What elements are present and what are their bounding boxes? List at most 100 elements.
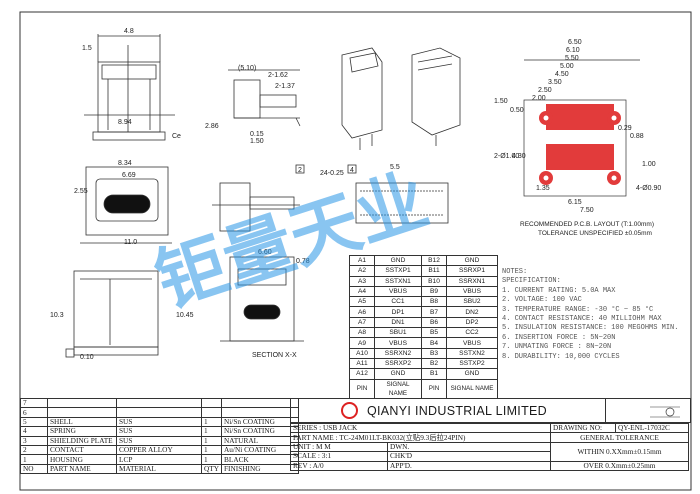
signal-name: DP2 xyxy=(446,316,498,329)
parts-header-name: PART NAME xyxy=(47,463,117,475)
dim-text: Ce xyxy=(172,133,181,140)
pcb-caption: RECOMMENDED P.C.B. LAYOUT (T:1.00mm) xyxy=(520,221,654,228)
side-view-dims: (5.10) 2-1.62 2-1.37 0.15 1.50 2.86 xyxy=(205,65,295,145)
pin-number: B5 xyxy=(421,327,447,339)
pin-number: A9 xyxy=(349,337,375,349)
pin-number: A4 xyxy=(349,285,375,298)
part-finish: Au/Ni COATING xyxy=(221,444,299,456)
note-item: 4. CONTACT RESISTANCE: 40 MILLIOHM MAX xyxy=(502,315,662,324)
pin-number: B10 xyxy=(421,275,447,287)
company-logo-icon xyxy=(341,402,358,419)
parts-header-qty: QTY xyxy=(201,463,222,475)
part-material: SUS xyxy=(116,426,202,437)
dim-text: 3.50 xyxy=(548,79,562,86)
part-material: SUS xyxy=(116,435,202,446)
drawing-no-value: QY-ENL-17032C xyxy=(615,422,689,434)
tolerance-caption: TOLERANCE UNSPECIFIED ±0.05mm xyxy=(538,230,652,237)
part-name: SHIELDING PLATE xyxy=(47,435,117,446)
signal-name: SSTXN1 xyxy=(374,275,422,287)
dim-text: 2.55 xyxy=(74,188,88,195)
dim-text: 2.00 xyxy=(532,95,546,102)
pin-number: A6 xyxy=(349,306,375,318)
pin-number: A12 xyxy=(349,368,375,380)
parts-header-material: MATERIAL xyxy=(116,463,202,475)
signal-name: GND xyxy=(446,254,498,267)
dwn-cell: DWN. xyxy=(387,441,551,453)
dim-text: 5.50 xyxy=(565,55,579,62)
part-no: 1 xyxy=(20,454,48,465)
dim-text: 10.3 xyxy=(50,312,64,319)
dim-text: 1.5 xyxy=(82,45,92,52)
dim-text: 10.45 xyxy=(176,312,194,319)
part-qty: 1 xyxy=(201,426,222,437)
signal-name: SSTXP1 xyxy=(374,265,422,277)
dim-text: 0.29 xyxy=(618,125,632,132)
signal-name: VBUS xyxy=(374,337,422,349)
signal-name: SSRXP1 xyxy=(446,265,498,277)
part-name-cell: PART NAME : TC-24M01LT-BK032(立贴9.3后拉24PI… xyxy=(290,432,551,443)
signal-name: DN2 xyxy=(446,306,498,318)
dim-text: 1.50 xyxy=(494,98,508,105)
dim-text: 4.30 xyxy=(512,153,526,160)
section-label: SECTION X-X xyxy=(252,352,297,359)
dim-text: 6.10 xyxy=(566,47,580,54)
part-material xyxy=(116,407,202,418)
series-cell: SERIES : USB JACK xyxy=(290,422,551,434)
notes-spec-title: SPECIFICATION: xyxy=(502,277,561,286)
side-profile-view xyxy=(65,270,159,358)
front-view xyxy=(84,34,175,141)
pin-header-cell: PIN xyxy=(421,378,447,399)
dim-text: 1.35 xyxy=(536,185,550,192)
part-qty: 1 xyxy=(201,444,222,456)
pcb-layout xyxy=(523,59,640,197)
part-finish: Ni/Sn COATING xyxy=(221,426,299,437)
pin-number: B2 xyxy=(421,357,447,370)
pin-number: B8 xyxy=(421,296,447,308)
notes-title: NOTES: xyxy=(502,268,528,276)
appd-cell: APP'D. xyxy=(387,460,551,471)
pin-number: B3 xyxy=(421,347,447,359)
drawing-no-label: DRAWING NO: xyxy=(550,422,616,434)
dim-text: 4.8 xyxy=(124,28,134,35)
part-name xyxy=(47,397,117,409)
dim-text: 8.34 xyxy=(118,160,132,167)
dim-text: 0.88 xyxy=(630,133,644,140)
pin-header-cell: PIN xyxy=(349,378,375,399)
signal-name: VBUS xyxy=(446,285,498,298)
pin-number: B6 xyxy=(421,316,447,329)
scale-cell: SCALE : 3:1 xyxy=(290,451,388,462)
dim-text: 2-Ø1.00 xyxy=(494,153,519,160)
note-item: 6. INSERTION FORCE : 5N~20N xyxy=(502,333,616,342)
center-section-view xyxy=(220,256,304,342)
signal-name: CC2 xyxy=(446,327,498,339)
pin-number: B9 xyxy=(421,285,447,298)
dim-text: 0.50 xyxy=(510,107,524,114)
receptacle-front xyxy=(80,166,172,244)
pcb-dims: 6.50 6.10 5.50 5.00 4.50 3.50 2.50 2.00 … xyxy=(494,39,661,214)
pin-number: A8 xyxy=(349,327,375,339)
marker-4: 4 xyxy=(350,167,354,174)
marker-2: 2 xyxy=(298,167,302,174)
rev-cell: REV : A/0 xyxy=(290,460,388,471)
middle-row-drawings: 8.34 6.69 2.55 11.0 2 4 5.5 24-0.25 xyxy=(74,160,449,246)
part-name: HOUSING xyxy=(47,454,117,465)
note-item: 3. TEMPERATURE RANGE: -30 °C ~ 85 °C xyxy=(502,305,654,314)
drawing-no-box xyxy=(605,399,691,422)
part-finish: NATURAL xyxy=(221,435,299,446)
dim-text: 2.50 xyxy=(538,87,552,94)
signal-name: DN1 xyxy=(374,316,422,329)
dim-text: 8.94 xyxy=(118,119,132,126)
